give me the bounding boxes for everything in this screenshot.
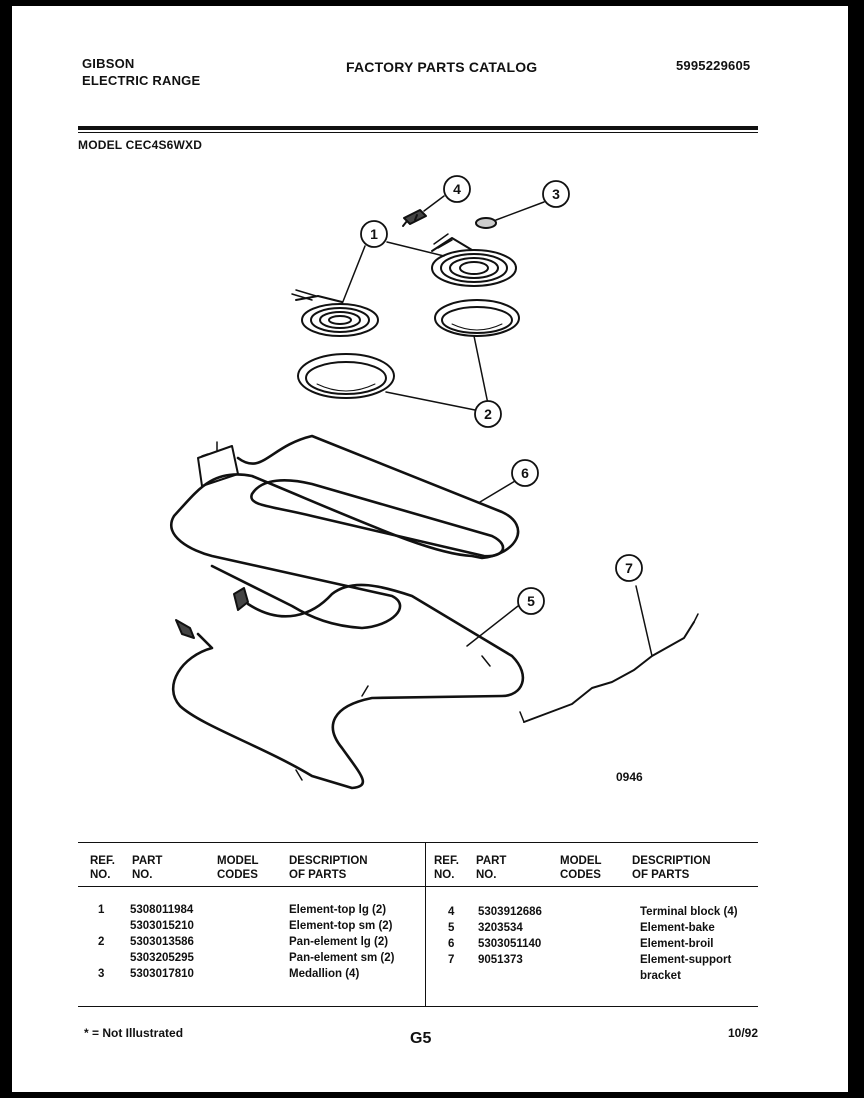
- callout-6-label: 6: [521, 465, 529, 481]
- col-header-desc: DESCRIPTION OF PARTS: [289, 855, 368, 881]
- right-ref-column: 4 5 6 7: [448, 904, 454, 984]
- surface-element-right: [431, 233, 517, 287]
- table-cell: 1: [98, 904, 105, 916]
- broil-element-part: [170, 434, 520, 630]
- callout-2: [474, 400, 502, 428]
- medallion-part: [475, 217, 497, 229]
- callout-6: [511, 459, 539, 487]
- terminal-block-part: [402, 209, 427, 227]
- right-part-column: 5303912686 3203534 5303051140 9051373: [478, 904, 542, 984]
- header-rule: [78, 126, 758, 130]
- callout-1-label: 1: [370, 226, 378, 242]
- table-divider: [425, 843, 426, 1006]
- revision-date: 10/92: [728, 1026, 759, 1040]
- table-cell: Element-support: [640, 954, 732, 966]
- callout-2-label: 2: [484, 406, 492, 422]
- table-cell: 3: [98, 968, 105, 980]
- callout-5-label: 5: [527, 593, 535, 609]
- table-cell: 5303205295: [130, 952, 194, 964]
- callout-4-label: 4: [453, 181, 461, 197]
- table-cell: 5303017810: [130, 968, 194, 980]
- table-cell: [448, 968, 454, 984]
- product-label: ELECTRIC RANGE: [82, 73, 201, 88]
- table-header-rule: [78, 886, 758, 887]
- col-header-desc-right: DESCRIPTION OF PARTS: [632, 855, 711, 881]
- callout-7: [615, 554, 643, 582]
- element-support-bracket-part: [519, 613, 699, 723]
- left-part-column: 5308011984 5303015210 5303013586 5303205…: [130, 902, 194, 982]
- table-cell: 4: [448, 906, 455, 918]
- catalog-number: 5995229605: [676, 58, 751, 73]
- page-number: G5: [410, 1030, 432, 1047]
- left-ref-column: 1 2 3: [98, 902, 104, 982]
- brand-label: GIBSON: [82, 56, 135, 71]
- exploded-parts-diagram: 1 2 3 4 5 6 7 0946: [170, 175, 699, 790]
- table-cell: [98, 918, 104, 934]
- col-header-part: PART NO.: [132, 855, 163, 881]
- table-cell: 5303015210: [130, 920, 194, 932]
- col-header-model-right: MODEL CODES: [560, 855, 602, 881]
- catalog-page: GIBSON ELECTRIC RANGE FACTORY PARTS CATA…: [12, 6, 848, 1092]
- table-bottom-rule: [78, 1006, 758, 1007]
- table-cell: Medallion (4): [289, 968, 360, 980]
- catalog-title: FACTORY PARTS CATALOG: [346, 59, 538, 75]
- callout-1: [360, 220, 388, 248]
- callout-5: [517, 587, 545, 615]
- figure-code: 0946: [616, 770, 643, 784]
- table-cell: Element-top sm (2): [289, 920, 393, 932]
- bake-element-part: [172, 583, 525, 790]
- right-desc-column: Terminal block (4) Element-bake Element-…: [640, 904, 738, 984]
- table-cell: 9051373: [478, 954, 523, 966]
- table-cell: [98, 950, 104, 966]
- surface-element-left: [291, 289, 379, 337]
- table-cell: Element-broil: [640, 938, 714, 950]
- table-cell: 2: [98, 936, 105, 948]
- col-header-part-right: PART NO.: [476, 855, 507, 881]
- table-cell: Terminal block (4): [640, 906, 738, 918]
- table-cell: 5303013586: [130, 936, 194, 948]
- table-cell: Pan-element lg (2): [289, 936, 389, 948]
- header-rule-thin: [78, 132, 758, 133]
- model-label: MODEL CEC4S6WXD: [78, 138, 203, 152]
- table-cell: 6: [448, 938, 455, 950]
- table-cell: 7: [448, 954, 455, 966]
- table-cell: bracket: [640, 970, 681, 982]
- table-cell: 5303051140: [478, 938, 542, 950]
- callout-3: [542, 180, 570, 208]
- left-desc-column: Element-top lg (2) Element-top sm (2) Pa…: [289, 902, 394, 982]
- table-cell: 5303912686: [478, 906, 542, 918]
- table-cell: 5: [448, 922, 455, 934]
- table-cell: [478, 968, 542, 984]
- table-top-rule: [78, 842, 758, 843]
- table-cell: 5308011984: [130, 904, 194, 916]
- drip-pan-right: [434, 299, 520, 337]
- col-header-model: MODEL CODES: [217, 855, 259, 881]
- col-header-ref: REF. NO.: [90, 855, 115, 881]
- callout-4: [443, 175, 471, 203]
- table-cell: Pan-element sm (2): [289, 952, 395, 964]
- drip-pan-left: [297, 353, 395, 399]
- table-cell: 3203534: [478, 922, 523, 934]
- callout-3-label: 3: [552, 186, 560, 202]
- table-cell: Element-top lg (2): [289, 904, 387, 916]
- col-header-ref-right: REF. NO.: [434, 855, 459, 881]
- callout-7-label: 7: [625, 560, 633, 576]
- footnote: * = Not Illustrated: [84, 1026, 184, 1040]
- table-cell: Element-bake: [640, 922, 715, 934]
